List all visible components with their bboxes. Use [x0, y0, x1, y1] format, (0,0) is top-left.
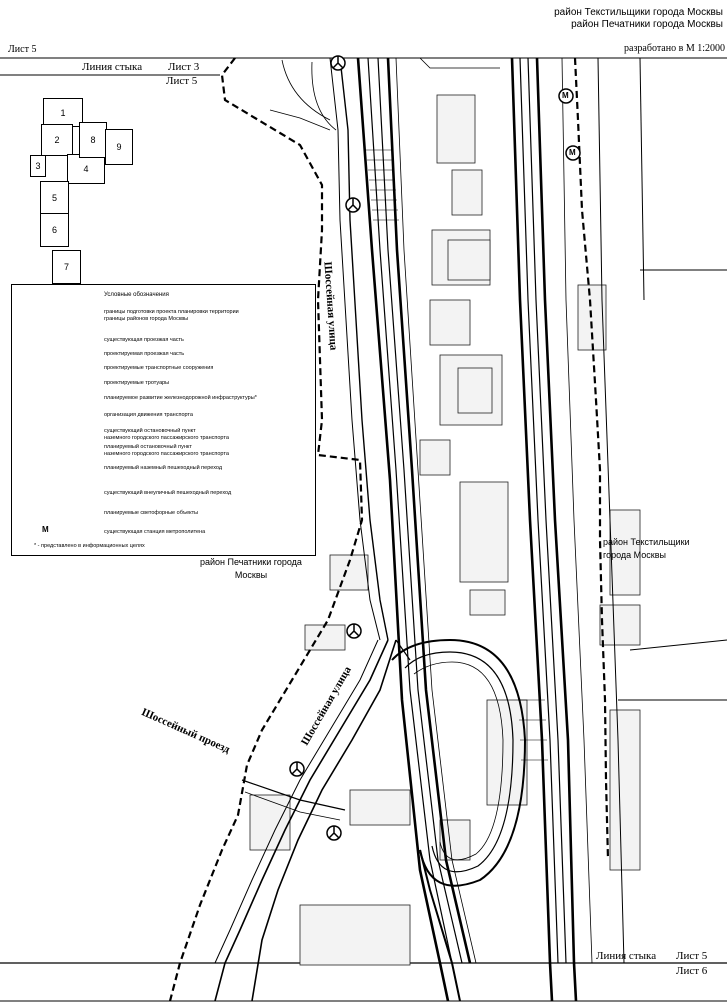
junction-bottom-sheet-a: Лист 5 — [676, 950, 708, 962]
legend-item: границы подготовки проекта планировки те… — [104, 309, 239, 315]
project-boundary-east — [573, 57, 610, 861]
legend-item: проектируемые транспортные сооружения — [104, 365, 214, 371]
key-sheet-5: 5 — [40, 181, 69, 215]
district-label-line: район Печатники города — [200, 557, 302, 567]
metro-icon: М — [562, 91, 569, 100]
district-label-textilshchiki: район Текстильщики города Москвы — [603, 536, 690, 562]
east-roads — [597, 57, 727, 964]
junction-bottom-sheet-b: Лист 6 — [676, 965, 708, 977]
junction-top-label: Линия стыка — [82, 61, 143, 73]
key-sheet-9: 9 — [105, 129, 133, 165]
project-boundary-west — [168, 57, 364, 1002]
traffic-light-symbols — [289, 55, 362, 841]
junction-top-sheet-b: Лист 5 — [166, 75, 198, 87]
legend-item: планируемый наземный пешеходный переход — [104, 465, 223, 471]
legend-box: Условные обозначения границы подготовки … — [11, 284, 316, 556]
legend-item: планируемый остановочный пункт — [104, 444, 192, 450]
legend-item: наземного городского пассажирского транс… — [104, 451, 229, 457]
junction-top-sheet-a: Лист 3 — [168, 61, 200, 73]
sheet-number: Лист 5 — [8, 44, 37, 55]
legend-item: существующая проезжая часть — [104, 337, 184, 343]
key-sheet-6: 6 — [40, 213, 69, 247]
legend-item: существующая станция метрополитена — [104, 529, 206, 535]
key-sheet-3: 3 — [30, 155, 46, 177]
key-sheet-2: 2 — [41, 124, 73, 156]
key-sheet-1: 1 — [43, 98, 83, 127]
metro-icon: М — [569, 148, 576, 157]
key-sheet-4: 4 — [67, 154, 105, 184]
street-network — [214, 57, 500, 1002]
legend-item: планируемые светофорные объекты — [104, 510, 199, 516]
district-label-pechatniki: район Печатники города Москвы — [200, 556, 302, 582]
interchange-loop — [391, 638, 527, 1002]
key-sheet-7: 7 — [52, 250, 81, 284]
metro-icon: М — [42, 525, 49, 534]
legend-item: существующий внеуличный пешеходный перех… — [104, 490, 232, 496]
legend-footnote: * - представлено в информационных целях — [34, 543, 145, 549]
legend-item: существующий остановочный пункт — [104, 428, 196, 434]
header-district-1: район Текстильщики города Москвы — [554, 7, 723, 18]
district-label-line: города Москвы — [603, 550, 666, 560]
legend-item: проектируемая проезжая часть — [104, 351, 185, 357]
key-sheet-8: 8 — [79, 122, 107, 158]
legend-item: организация движения транспорта — [104, 412, 193, 418]
header-district-2: район Печатники города Москвы — [571, 19, 723, 30]
junction-bottom-label: Линия стыка — [596, 950, 657, 962]
legend-title: Условные обозначения — [104, 292, 169, 298]
legend-item: планируемое развитие железнодорожной инф… — [104, 395, 257, 401]
metro-symbols — [558, 88, 581, 161]
legend-item: границы районов города Москвы — [104, 316, 189, 322]
rail-ties — [366, 149, 548, 761]
district-label-line: район Текстильщики — [603, 537, 690, 547]
district-label-line: Москвы — [234, 570, 268, 580]
legend-item: проектируемые тротуары — [104, 380, 170, 386]
buildings — [249, 94, 641, 966]
railway-corridor — [356, 57, 593, 1002]
legend-item: наземного городского пассажирского транс… — [104, 435, 229, 441]
scale-note: разработано в М 1:2000 — [624, 43, 725, 54]
